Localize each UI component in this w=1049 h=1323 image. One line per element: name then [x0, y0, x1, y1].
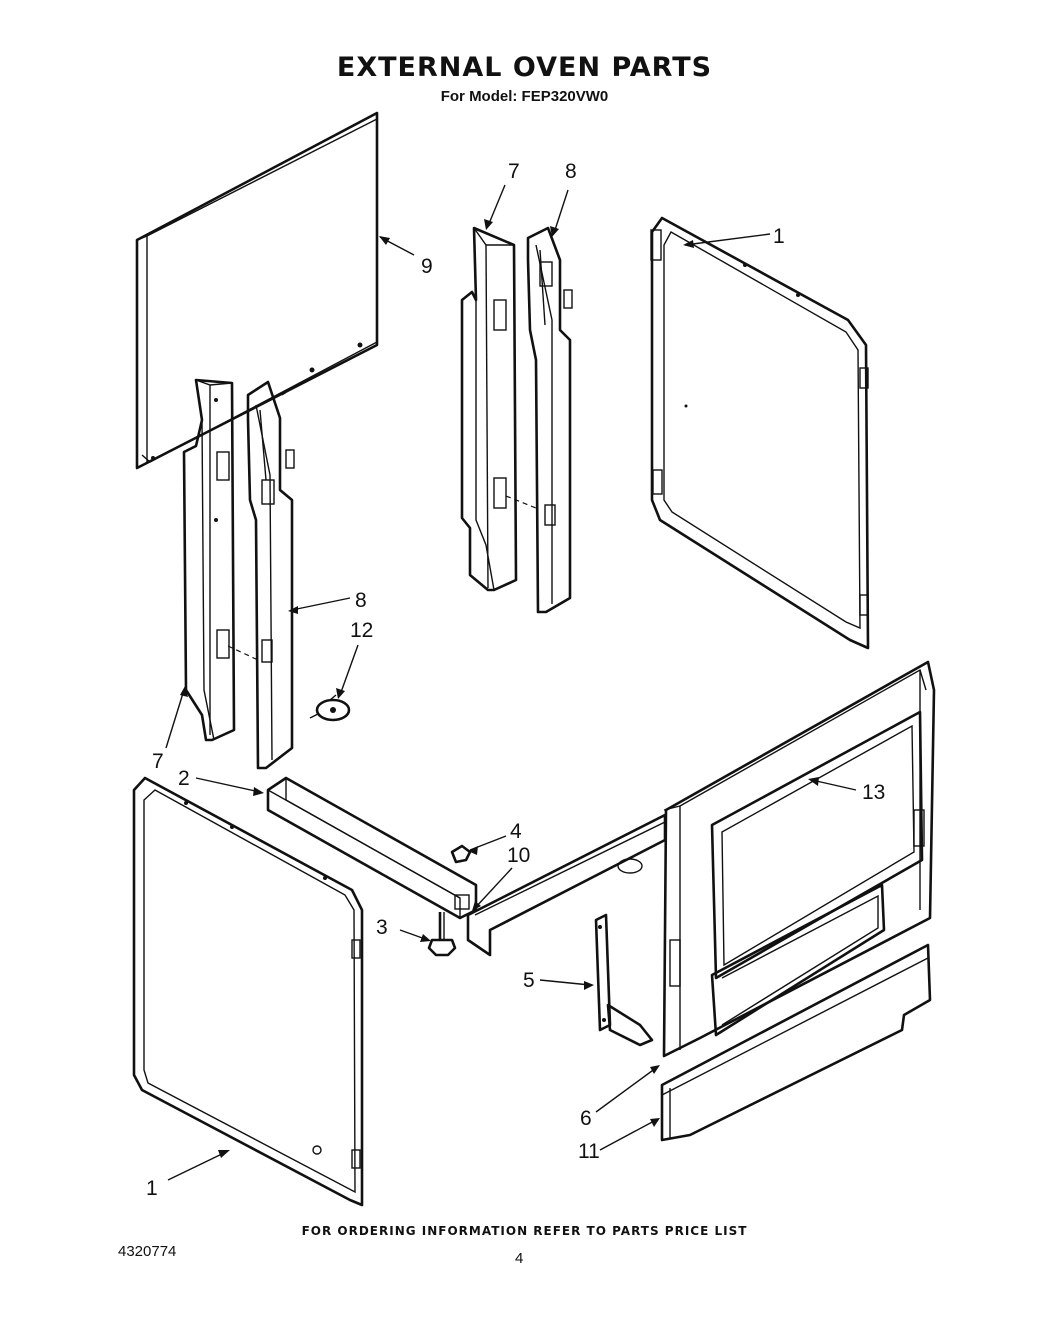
- callout-10: 10: [507, 844, 530, 867]
- callout-7-upper: 7: [508, 160, 520, 183]
- model-subtitle: For Model: FEP320VW0: [440, 88, 609, 105]
- bottom-channel-part: [466, 813, 667, 957]
- front-frame-left-part: [182, 378, 236, 742]
- front-frame-part: [595, 660, 936, 1113]
- callout-11: 11: [578, 1140, 600, 1163]
- kick-panel-part: [599, 943, 932, 1151]
- callout-7-lower: 7: [152, 750, 164, 773]
- leveling-leg-part: [399, 912, 457, 957]
- hinge-part: [539, 913, 654, 1047]
- leader-8-lower: [291, 597, 351, 611]
- rear-frame-upper-part: [526, 189, 573, 614]
- switch-part: [309, 644, 359, 722]
- callout-5: 5: [523, 969, 535, 992]
- callout-12: 12: [350, 619, 373, 642]
- inner-door-part: [710, 710, 924, 1037]
- front-frame-upper-part: [460, 184, 537, 592]
- page-number: 4: [515, 1250, 524, 1267]
- callout-8-lower: 8: [355, 589, 367, 612]
- rear-panel-part: [135, 111, 415, 470]
- page-title: EXTERNAL OVEN PARTS: [336, 52, 713, 83]
- front-bracket-part: [195, 776, 478, 920]
- ordering-note: FOR ORDERING INFORMATION REFER TO PARTS …: [301, 1224, 748, 1238]
- side-panel-upper-part: [650, 216, 870, 650]
- callout-8-upper: 8: [565, 160, 577, 183]
- rear-frame-left-part: [227, 380, 295, 770]
- document-number: 4320774: [118, 1243, 177, 1260]
- callout-4: 4: [510, 820, 522, 843]
- clip-part: [450, 835, 507, 864]
- callout-1-upper: 1: [773, 225, 785, 248]
- leader-7-lower: [165, 689, 185, 749]
- callout-1-lower: 1: [146, 1177, 158, 1200]
- callout-9: 9: [421, 255, 433, 278]
- callout-6: 6: [580, 1107, 592, 1130]
- callout-2: 2: [178, 767, 190, 790]
- side-panel-lower-part: [132, 776, 364, 1207]
- callout-3: 3: [376, 916, 388, 939]
- callout-13: 13: [862, 781, 885, 804]
